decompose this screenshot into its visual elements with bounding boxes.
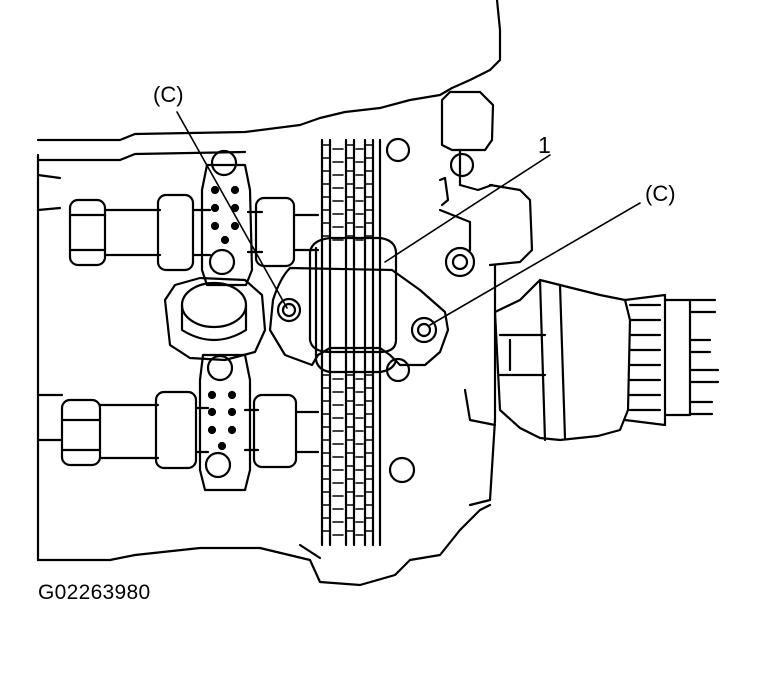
cylinder-head-outline [38, 0, 532, 585]
lower-bearing-cap [200, 355, 250, 490]
callout-1-label: 1 [538, 132, 551, 158]
timing-chains [322, 140, 380, 545]
chain-guide-part-1 [270, 238, 448, 372]
upper-bearing-cap [202, 151, 252, 285]
lower-camshaft [38, 392, 318, 468]
leader-c-right [430, 203, 640, 325]
central-boss [165, 278, 265, 360]
upper-camshaft [38, 175, 318, 270]
leader-lines [177, 112, 640, 325]
figure-id-code: G02263980 [38, 581, 151, 604]
head-bolts [387, 139, 474, 482]
callout-c-right-label: (C) [645, 181, 676, 206]
leader-1 [385, 155, 550, 262]
distributor-assembly [495, 280, 718, 440]
callout-c-left-label: (C) [153, 82, 184, 107]
leader-c-left [177, 112, 287, 308]
